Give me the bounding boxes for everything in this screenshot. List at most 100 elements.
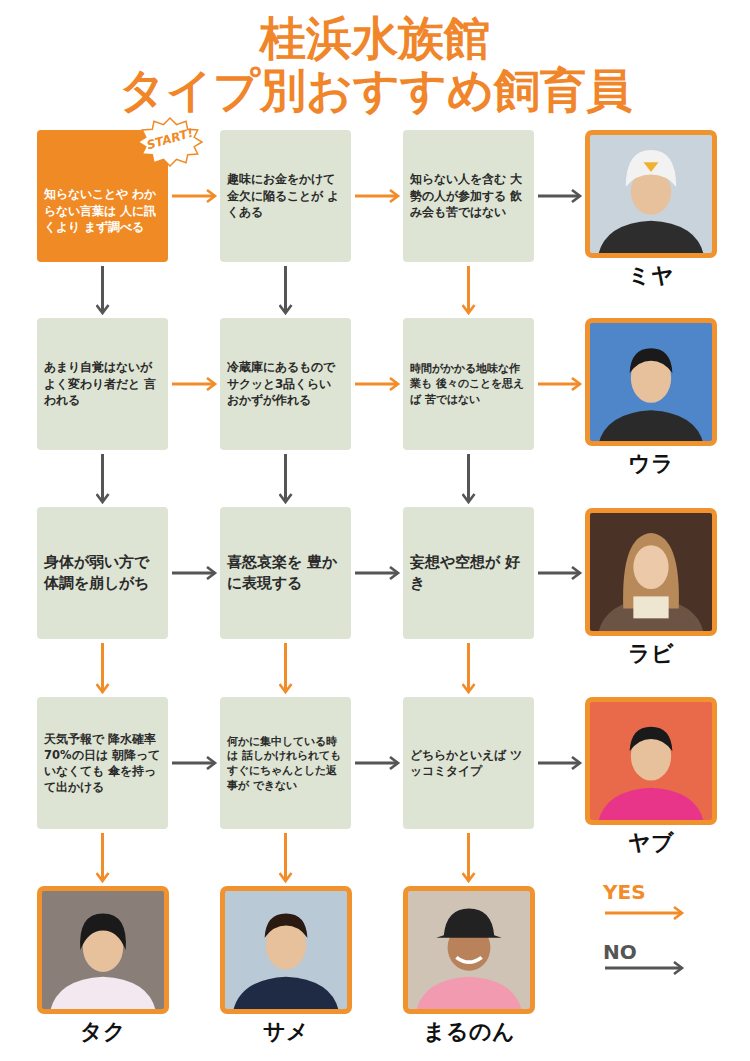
- legend-text: NO: [603, 940, 637, 964]
- photo-shape: [633, 596, 668, 618]
- legend-sample: [605, 912, 682, 915]
- question-text: 趣味にお金をかけて 金欠に陥ることが よくある: [227, 171, 344, 221]
- question-text: どちらかといえば ツッコミタイプ: [410, 747, 527, 779]
- photo-shape: [588, 700, 714, 822]
- question-box: あまり自覚はないが よく変わり者だと 言われる: [37, 318, 168, 450]
- question-box: 身体が弱い方で 体調を崩しがち: [37, 507, 168, 639]
- keeper-card: ヤブ: [585, 697, 717, 857]
- question-box: 妄想や空想が 好き: [403, 507, 534, 639]
- question-text: 時間がかかる地味な作業も 後々のことを思えば 苦ではない: [410, 361, 527, 407]
- keeper-name: サメ: [220, 1018, 352, 1046]
- photo-shape: [626, 150, 676, 187]
- keeper-card: タク: [37, 886, 169, 1046]
- keeper-name: まるのん: [403, 1018, 535, 1046]
- question-text: 身体が弱い方で 体調を崩しがち: [44, 552, 161, 594]
- no-arrow: [538, 762, 580, 765]
- photo-shape: [588, 511, 714, 633]
- question-text: 何かに集中している時は 話しかけれられても すぐにちゃんとした返事が できない: [227, 734, 344, 793]
- yes-arrow: [101, 833, 104, 881]
- keeper-name: ヤブ: [585, 829, 717, 857]
- yes-arrow: [538, 383, 580, 386]
- question-text: 天気予報で 降水確率70%の日は 朝降っていなくても 傘を持って出かける: [44, 731, 161, 795]
- no-arrow: [101, 266, 104, 313]
- photo-shape: [630, 727, 673, 751]
- photo-shape: [588, 700, 714, 822]
- photo-shape: [456, 957, 481, 962]
- yes-arrow: [355, 383, 398, 386]
- question-text: 冷蔵庫にあるもので サクッと3品くらい おかずが作れる: [227, 359, 344, 409]
- photo-shape: [223, 889, 349, 1011]
- yes-arrow: [101, 643, 104, 692]
- photo-shape: [50, 977, 156, 1011]
- question-box: 趣味にお金をかけて 金欠に陥ることが よくある: [220, 130, 351, 262]
- no-arrow: [172, 572, 215, 575]
- keeper-name: ウラ: [585, 450, 717, 478]
- keeper-card: サメ: [220, 886, 352, 1046]
- photo-shape: [633, 545, 668, 589]
- question-box: 天気予報で 降水確率70%の日は 朝降っていなくても 傘を持って出かける: [37, 697, 168, 829]
- no-arrow: [284, 454, 287, 502]
- yes-arrow: [172, 195, 215, 198]
- yes-arrow: [467, 643, 470, 692]
- no-arrow: [284, 266, 287, 313]
- no-arrow: [101, 454, 104, 502]
- question-text: 妄想や空想が 好き: [410, 552, 527, 594]
- no-arrow: [467, 454, 470, 502]
- no-arrow: [355, 762, 398, 765]
- photo-shape: [406, 889, 532, 1011]
- yes-arrow: [467, 266, 470, 313]
- title: 桂浜水族館 タイプ別おすすめ飼育員: [25, 12, 725, 116]
- photo-shape: [588, 511, 714, 633]
- photo-shape: [630, 348, 673, 373]
- photo-shape: [80, 913, 126, 950]
- photo-shape: [265, 913, 308, 937]
- photo-frame: [585, 697, 717, 825]
- photo-shape: [406, 889, 532, 1011]
- photo-shape: [598, 221, 704, 255]
- keeper-name: ミヤ: [585, 262, 717, 290]
- question-box: 知らない人を含む 大勢の人が参加する 飲み会も苦ではない: [403, 130, 534, 262]
- photo-frame: [220, 886, 352, 1014]
- keeper-card: ウラ: [585, 318, 717, 478]
- question-box: 冷蔵庫にあるもので サクッと3品くらい おかずが作れる: [220, 318, 351, 450]
- question-text: 知らない人を含む 大勢の人が参加する 飲み会も苦ではない: [410, 171, 527, 221]
- photo-frame: [585, 318, 717, 446]
- start-label: START!: [137, 122, 203, 155]
- keeper-name: タク: [37, 1018, 169, 1046]
- yes-arrow: [467, 833, 470, 881]
- yes-arrow: [284, 833, 287, 881]
- photo-shape: [588, 321, 714, 445]
- no-arrow: [355, 572, 398, 575]
- photo-shape: [436, 909, 502, 938]
- yes-arrow: [284, 643, 287, 692]
- photo-shape: [40, 889, 166, 1011]
- legend-sample: [605, 967, 682, 970]
- photo-shape: [598, 788, 704, 822]
- photo-frame: [37, 886, 169, 1014]
- photo-shape: [416, 977, 522, 1011]
- photo-shape: [223, 889, 349, 1011]
- question-box: どちらかといえば ツッコミタイプ: [403, 697, 534, 829]
- photo-shape: [643, 162, 658, 172]
- keeper-card: ミヤ: [585, 130, 717, 290]
- question-text: 知らないことや わからない言葉は 人に訊くより まず調べる: [44, 186, 161, 236]
- photo-shape: [588, 133, 714, 255]
- no-arrow: [172, 762, 215, 765]
- photo-frame: [585, 130, 717, 258]
- photo-frame: [585, 508, 717, 636]
- legend-text: YES: [603, 880, 646, 904]
- photo-shape: [588, 321, 714, 445]
- keeper-name: ラビ: [585, 640, 717, 668]
- yes-arrow: [355, 195, 398, 198]
- yes-arrow: [172, 383, 215, 386]
- question-box: 何かに集中している時は 話しかけれられても すぐにちゃんとした返事が できない: [220, 697, 351, 829]
- photo-shape: [233, 977, 339, 1011]
- question-box: 喜怒哀楽を 豊かに表現する: [220, 507, 351, 639]
- no-arrow: [538, 572, 580, 575]
- photo-shape: [598, 410, 704, 445]
- photo-shape: [40, 889, 166, 1011]
- photo-shape: [588, 133, 714, 255]
- photo-frame: [403, 886, 535, 1014]
- question-text: 喜怒哀楽を 豊かに表現する: [227, 552, 344, 594]
